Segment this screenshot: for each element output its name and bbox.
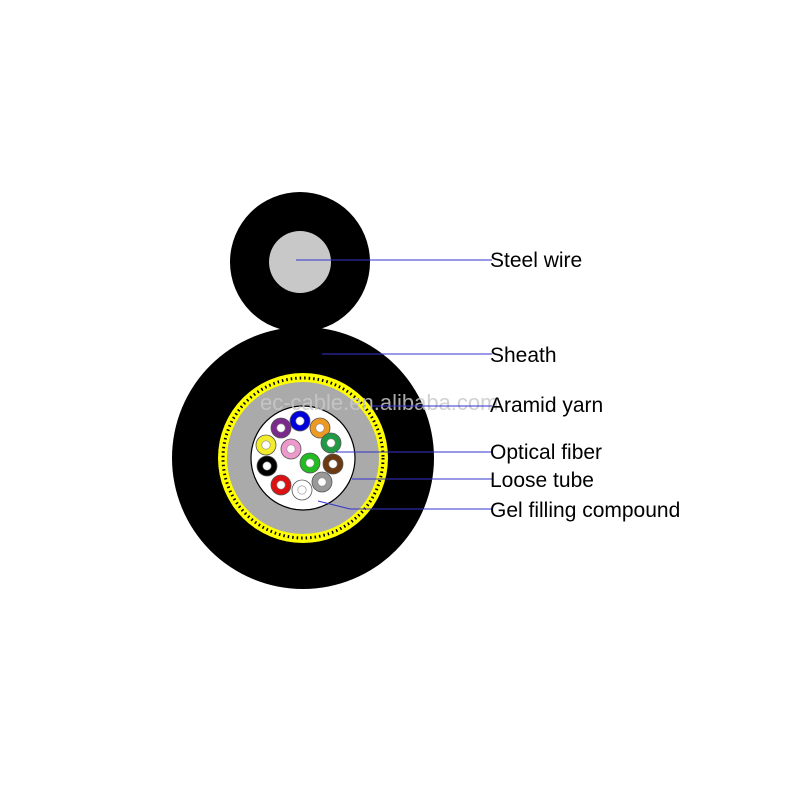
label-sheath: Sheath (490, 344, 557, 367)
optical-fiber-core (261, 440, 271, 450)
leader-lines (296, 259, 492, 510)
leader-line-gel-filling (317, 500, 351, 510)
optical-fiber-core (328, 459, 338, 469)
optical-fiber-group (255, 410, 344, 501)
optical-fiber-core (276, 480, 286, 490)
optical-fiber-core (317, 477, 327, 487)
label-loose-tube: Loose tube (490, 469, 594, 492)
optical-fiber-core (262, 461, 272, 471)
optical-fiber-core (286, 444, 296, 454)
labels: Steel wire Sheath Aramid yarn Optical fi… (490, 249, 680, 522)
aramid-yarn-texture (221, 376, 385, 540)
messenger-wire-group (230, 192, 370, 332)
main-cable-group (172, 327, 434, 589)
optical-fiber-core (326, 438, 336, 448)
label-gel-filling: Gel filling compound (490, 499, 680, 522)
optical-fiber-core (305, 458, 315, 468)
label-steel-wire: Steel wire (490, 249, 582, 272)
optical-fiber-core (297, 485, 307, 495)
optical-fiber-core (295, 416, 305, 426)
watermark: ec-cable.en.alibaba.com (260, 390, 498, 415)
label-optical-fiber: Optical fiber (490, 441, 602, 464)
label-aramid-yarn: Aramid yarn (490, 394, 603, 417)
optical-fiber-core (276, 423, 286, 433)
steel-wire (269, 231, 331, 293)
optical-fiber-core (315, 423, 325, 433)
